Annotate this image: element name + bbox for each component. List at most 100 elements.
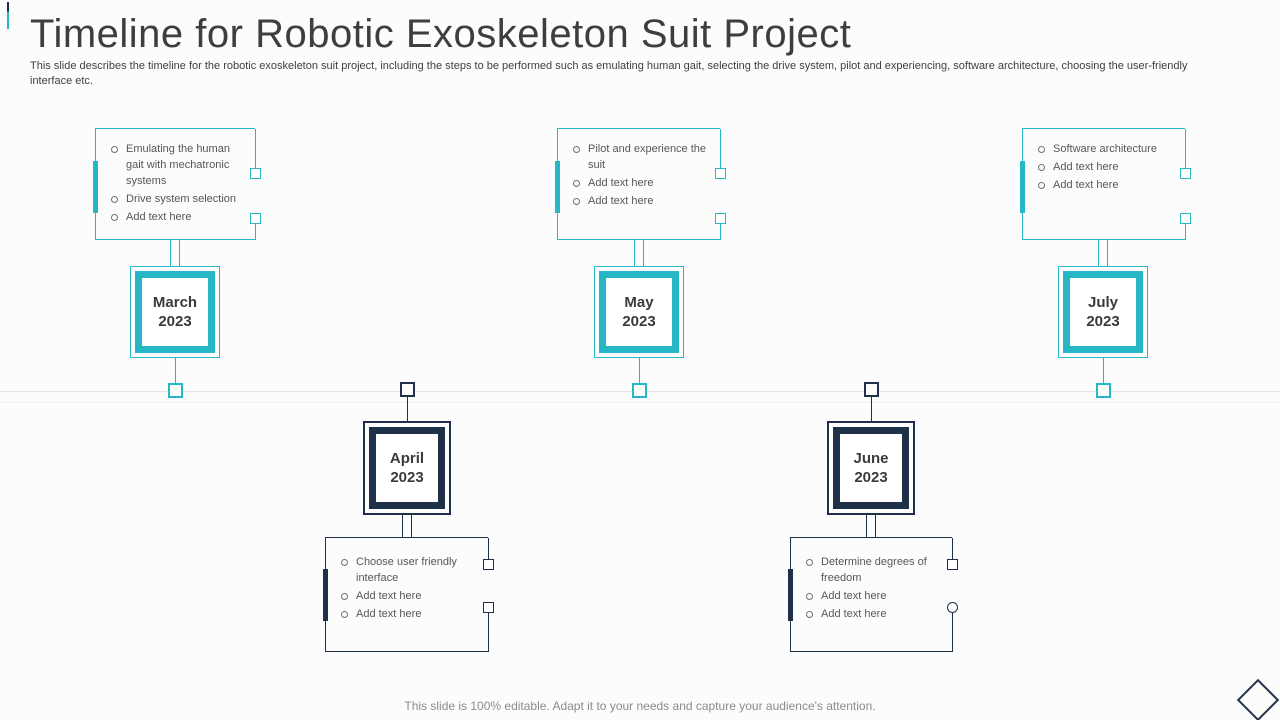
accent-bar [323,569,328,621]
month-label: July 2023 [1059,267,1147,357]
connector-line [639,358,640,383]
handle-node [1180,213,1191,224]
month-name: July [1087,294,1118,311]
timeline-axis-shadow [0,402,1280,403]
bullet-item: Add text here [572,193,714,209]
bullet-marker [1037,141,1053,157]
month-box-frame [135,271,215,353]
accent-bar [555,161,560,213]
bullet-text: Add text here [1053,179,1119,191]
bullet-item: Add text here [340,588,482,604]
bullet-marker [110,209,126,225]
callout-may: Pilot and experience the suit Add text h… [555,128,726,240]
month-label: June 2023 [829,423,913,513]
bullet-marker [805,588,821,604]
handle-node [483,559,494,570]
bullet-marker [340,588,356,604]
month-box-may: May 2023 [594,266,684,358]
connector-segment [488,613,489,652]
handle-node [483,602,494,613]
handle-node [715,168,726,179]
bullet-text: Determine degrees of freedom [821,556,927,584]
month-name: May [624,294,654,311]
month-name: June [853,450,889,467]
bullet-item: Software architecture [1037,141,1179,157]
bullet-item: Pilot and experience the suit [572,141,714,173]
bullet-list: Choose user friendly interface Add text … [326,538,488,622]
callout-april: Choose user friendly interface Add text … [323,537,494,652]
handle-node [250,168,261,179]
bullet-marker [1037,177,1053,193]
timeline-node-april [400,382,415,397]
bullet-text: Add text here [356,590,422,602]
bullet-text: Add text here [588,177,654,189]
connector-segment [720,224,721,240]
bullet-item: Add text here [340,606,482,622]
bullet-item: Drive system selection [110,191,249,207]
bullet-text: Emulating the human gait with mechatroni… [126,143,230,187]
bullet-item: Choose user friendly interface [340,554,482,586]
connector-segment [1185,129,1186,168]
handle-node [715,213,726,224]
bullet-text: Drive system selection [126,193,237,205]
connector-segment [952,613,953,652]
month-box-june: June 2023 [827,421,915,515]
connector-segment [255,224,256,240]
accent-bar [1020,161,1025,213]
bullet-item: Add text here [110,209,249,225]
connector-double-line [170,240,180,266]
diamond-shape [1236,678,1280,720]
callout-march: Emulating the human gait with mechatroni… [93,128,261,240]
corner-accent-bar [7,2,9,29]
bullet-list: Software architecture Add text here Add … [1023,129,1185,193]
bullet-marker [572,175,588,191]
bullet-text: Add text here [1053,161,1119,173]
bullet-item: Add text here [572,175,714,191]
month-year: 2023 [1086,313,1120,330]
slide-description: This slide describes the timeline for th… [30,60,1188,87]
timeline-node-july [1096,383,1111,398]
bullet-marker [805,606,821,622]
bullet-marker [572,141,588,173]
connector-segment [952,538,953,559]
bullet-marker [110,141,126,189]
bullet-text: Choose user friendly interface [356,556,457,584]
timeline-node-june [864,382,879,397]
connector-segment [1185,224,1186,240]
footer-note: This slide is 100% editable. Adapt it to… [404,699,876,713]
bullet-marker [805,554,821,586]
connector-double-line [634,240,644,266]
connector-segment [720,129,721,168]
bullet-marker [572,193,588,209]
accent-bar [788,569,793,621]
page-title: Timeline for Robotic Exoskeleton Suit Pr… [30,12,852,56]
bullet-marker [110,191,126,207]
month-year: 2023 [390,469,424,486]
connector-line [1103,358,1104,383]
bullet-text: Software architecture [1053,143,1157,155]
bullet-marker [1037,159,1053,175]
month-box-frame [369,427,445,509]
month-box-frame [833,427,909,509]
bullet-item: Add text here [805,588,946,604]
timeline-node-may [632,383,647,398]
bullet-list: Determine degrees of freedom Add text he… [791,538,952,622]
handle-node [1180,168,1191,179]
month-label: March 2023 [131,267,219,357]
handle-node [250,213,261,224]
connector-double-line [402,515,412,537]
month-name: March [152,294,198,311]
connector-segment [488,538,489,559]
connector-line [407,397,408,421]
month-year: 2023 [622,313,656,330]
accent-bar [93,161,98,213]
month-label: April 2023 [365,423,449,513]
connector-double-line [866,515,876,537]
month-year: 2023 [158,313,192,330]
bullet-item: Add text here [1037,159,1179,175]
bullet-text: Pilot and experience the suit [588,143,707,171]
connector-line [871,397,872,421]
month-box-july: July 2023 [1058,266,1148,358]
handle-node-circle [947,602,958,613]
bullet-list: Emulating the human gait with mechatroni… [96,129,255,225]
